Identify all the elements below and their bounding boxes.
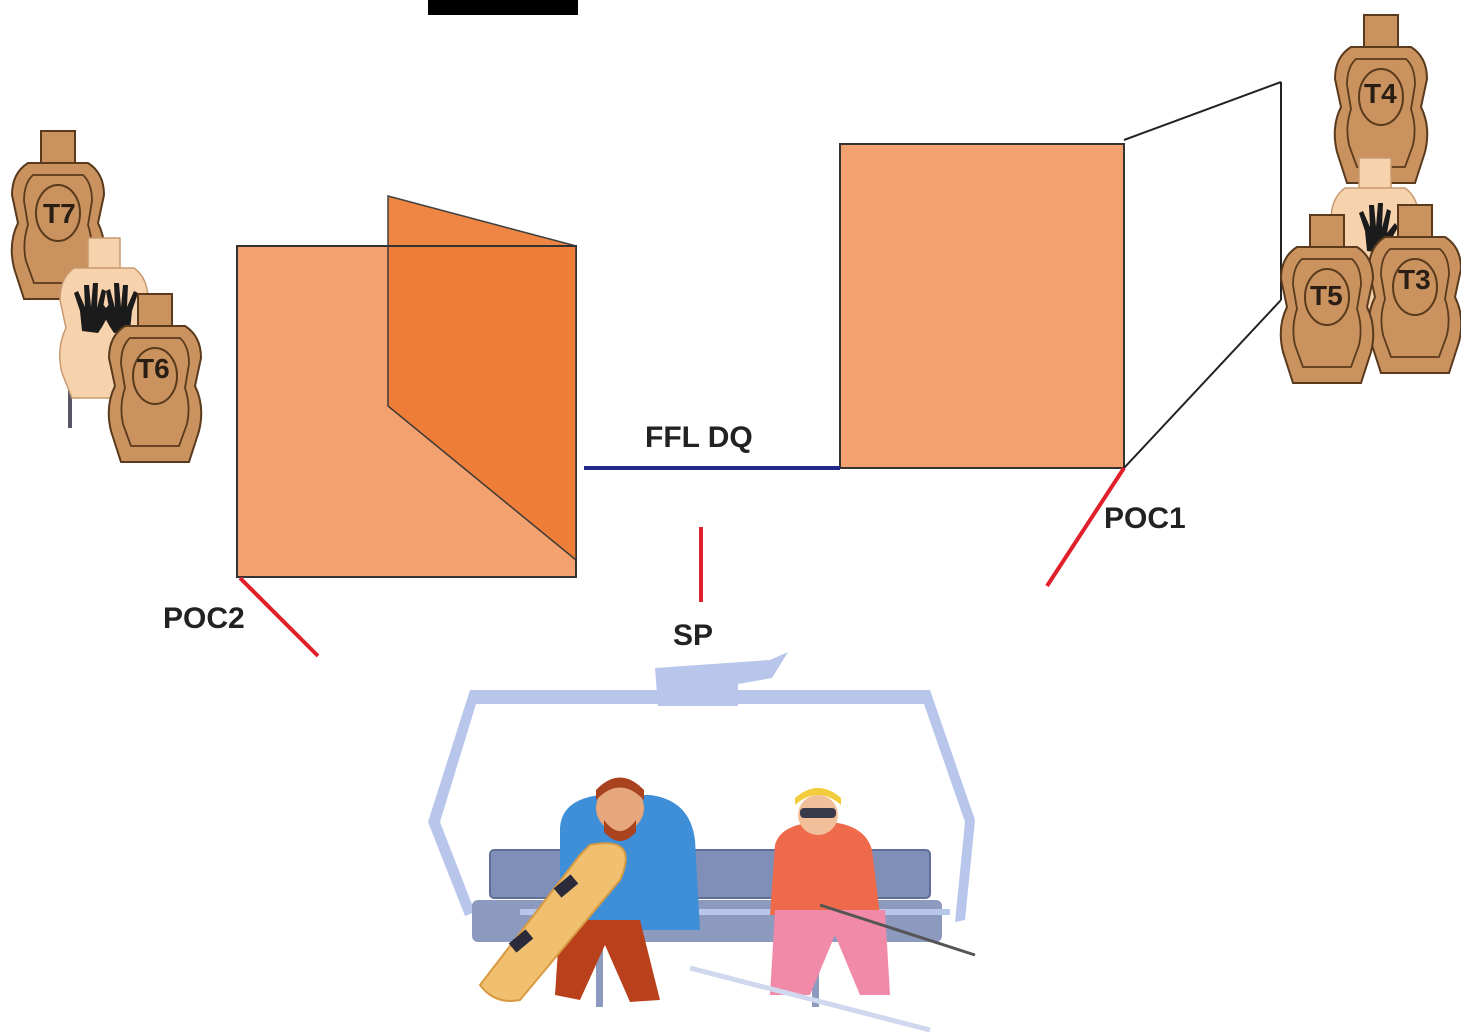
- target-t4-label: T4: [1364, 78, 1397, 109]
- poc1-marker: [1045, 466, 1126, 588]
- target-t7-label: T7: [43, 198, 76, 229]
- right-wall: [839, 81, 1282, 469]
- target-t7: T7: [10, 130, 106, 300]
- target-t5: T5: [1279, 214, 1375, 384]
- left-target-group: T7 T6: [10, 130, 203, 463]
- poc2-marker: [238, 576, 320, 658]
- target-t4: T4: [1333, 14, 1429, 184]
- skier-illustration: [689, 788, 976, 1033]
- right-target-group: T4 T3 T5: [1279, 14, 1461, 384]
- target-t3-label: T3: [1398, 264, 1431, 295]
- poc2-label: POC2: [163, 602, 245, 635]
- target-t3: T3: [1367, 204, 1461, 374]
- target-t6: T6: [107, 293, 203, 463]
- left-wall: [236, 195, 577, 578]
- snowboarder-illustration: [478, 777, 700, 1002]
- sp-label: SP: [673, 619, 713, 652]
- ffl-dq-label: FFL DQ: [645, 421, 753, 454]
- header-block: [428, 0, 578, 15]
- poc1-label: POC1: [1104, 502, 1186, 535]
- target-t6-label: T6: [137, 353, 170, 384]
- target-t5-label: T5: [1310, 280, 1343, 311]
